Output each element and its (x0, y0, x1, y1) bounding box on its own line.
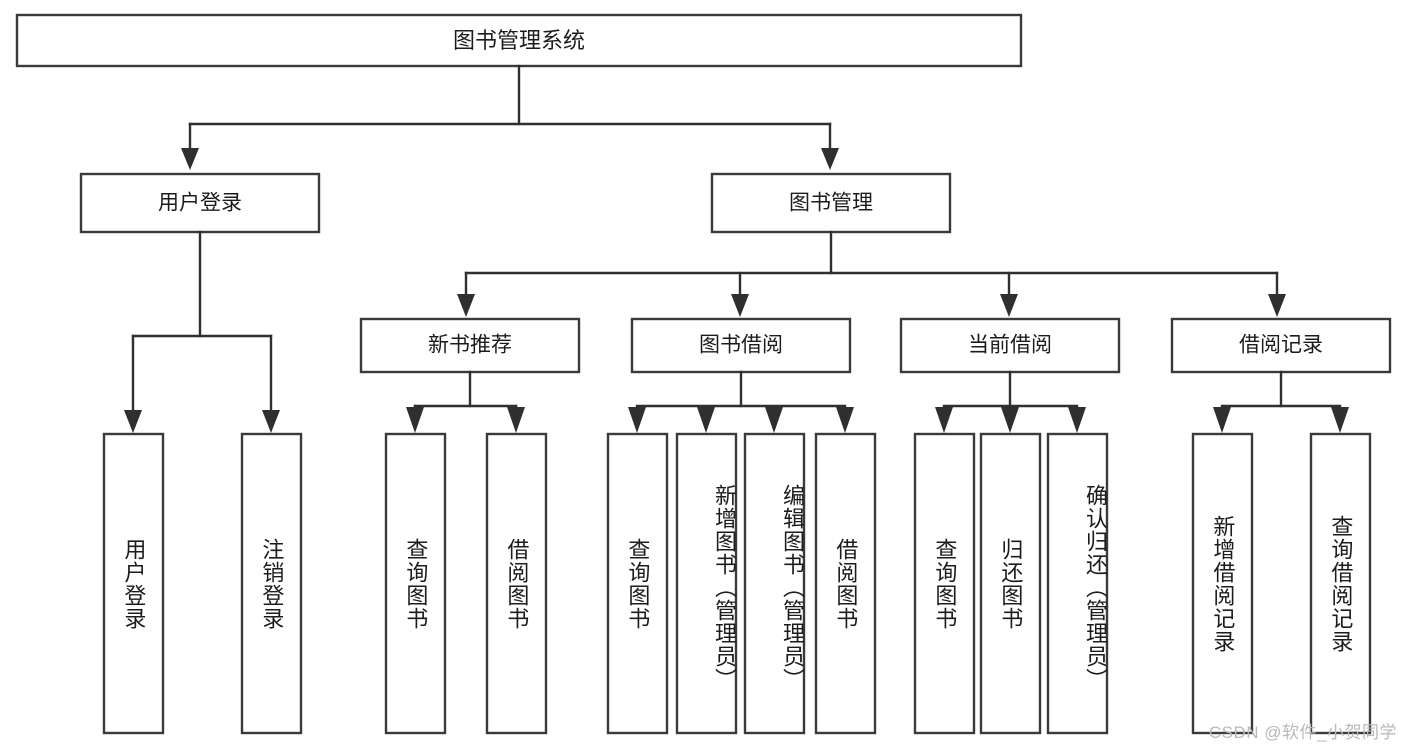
node-root-label: 图书管理系统 (453, 28, 585, 53)
node-root-box (15, 13, 1023, 68)
connector-current-borrow-to-leaves (935, 370, 1086, 433)
leaf-box-user-login[interactable] (102, 432, 165, 735)
node-borrow-record[interactable]: 借阅记录 (1170, 317, 1392, 374)
arrow-user-login-leaf2 (262, 410, 280, 433)
connector-new-book-to-leaves (406, 370, 525, 433)
arrow-book-borrow-leaf2 (697, 407, 715, 433)
leaf-box-query-book-1[interactable] (384, 432, 447, 735)
arrow-current-borrow-leaf2 (1001, 407, 1019, 433)
leaf-box-logout[interactable] (240, 432, 303, 735)
connector-borrow-record-to-leaves (1213, 370, 1349, 433)
arrow-to-borrow-record (1268, 294, 1286, 317)
arrow-borrow-record-leaf2 (1331, 407, 1349, 433)
watermark: CSDN @软件_小贺同学 (1208, 723, 1397, 742)
leaf-box-borrow-book-2[interactable] (814, 432, 877, 735)
arrow-new-book-leaf2 (507, 407, 525, 433)
node-user-login-label: 用户登录 (158, 192, 242, 215)
connector-user-login-to-leaves (124, 230, 280, 433)
arrow-to-new-book (457, 294, 475, 317)
node-book-borrow-box (630, 317, 852, 374)
arrow-new-book-leaf1 (406, 407, 424, 433)
arrow-book-borrow-leaf3 (765, 407, 783, 433)
arrow-book-borrow-leaf4 (836, 407, 854, 433)
arrow-to-book-manage (821, 148, 839, 170)
arrow-current-borrow-leaf3 (1068, 407, 1086, 433)
leaf-box-edit-book[interactable] (743, 432, 806, 735)
node-borrow-record-box (1170, 317, 1392, 374)
arrow-book-borrow-leaf1 (628, 407, 646, 433)
node-borrow-record-label: 借阅记录 (1239, 334, 1323, 357)
connector-root-to-level2 (181, 64, 839, 170)
leaf-box-add-record[interactable] (1191, 432, 1254, 735)
node-new-book-recommend[interactable]: 新书推荐 (359, 317, 581, 374)
node-new-book-recommend-label: 新书推荐 (428, 334, 512, 357)
leaf-box-query-record[interactable] (1309, 432, 1372, 735)
leaf-box-add-book[interactable] (675, 432, 738, 735)
arrow-user-login-leaf1 (124, 410, 142, 433)
leaf-box-confirm-return[interactable] (1046, 432, 1109, 735)
node-book-manage[interactable]: 图书管理 (710, 172, 952, 234)
node-book-borrow[interactable]: 图书借阅 (630, 317, 852, 374)
node-current-borrow[interactable]: 当前借阅 (899, 317, 1121, 374)
node-new-book-recommend-box (359, 317, 581, 374)
leaf-box-query-book-2[interactable] (606, 432, 669, 735)
leaf-box-borrow-book-1[interactable] (485, 432, 548, 735)
node-user-login[interactable]: 用户登录 (79, 172, 321, 234)
node-root[interactable]: 图书管理系统 (15, 13, 1023, 68)
arrow-to-user-login (181, 148, 199, 170)
connector-book-borrow-to-leaves (628, 370, 854, 433)
arrow-borrow-record-leaf1 (1213, 407, 1231, 433)
arrow-to-book-borrow (731, 294, 749, 317)
node-book-borrow-label: 图书借阅 (699, 334, 783, 357)
arrow-current-borrow-leaf1 (935, 407, 953, 433)
leaf-box-return-book[interactable] (979, 432, 1042, 735)
connector-book-manage-to-level3 (457, 230, 1286, 317)
node-current-borrow-label: 当前借阅 (968, 334, 1052, 357)
node-current-borrow-box (899, 317, 1121, 374)
node-book-manage-label: 图书管理 (789, 192, 873, 215)
node-book-manage-box (710, 172, 952, 234)
arrow-to-current-borrow (1000, 294, 1018, 317)
leaf-box-query-book-3[interactable] (913, 432, 976, 735)
